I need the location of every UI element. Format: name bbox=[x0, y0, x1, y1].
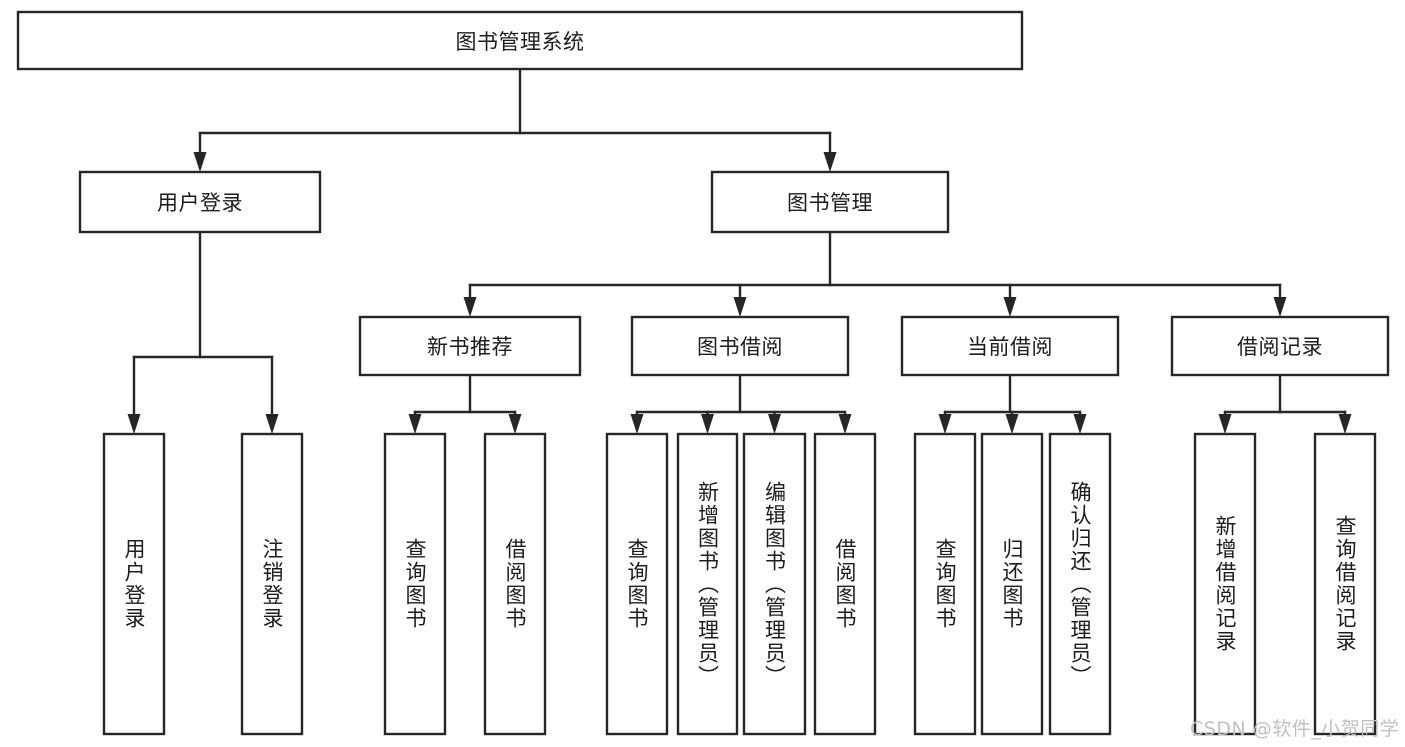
node-label-user-login: 用户登录 bbox=[157, 191, 243, 215]
arrow-head-leaf-query-book-rec bbox=[408, 414, 422, 434]
node-box-leaf-query-book-rec[interactable] bbox=[383, 432, 447, 736]
arrow-head-leaf-add-borrow-record bbox=[1218, 414, 1232, 434]
watermark-text: CSDN @软件_小贺同学 bbox=[1190, 718, 1400, 740]
node-label-book-manage: 图书管理 bbox=[787, 191, 873, 215]
node-box-new-book-recommend[interactable] bbox=[358, 315, 582, 377]
arrow-head-leaf-return-book bbox=[1005, 414, 1019, 434]
node-box-user-login[interactable] bbox=[78, 170, 322, 234]
node-box-leaf-query-book-borrow[interactable] bbox=[605, 432, 669, 736]
node-box-book-borrow[interactable] bbox=[630, 315, 850, 377]
node-label-leaf-edit-book: 编辑图书（管理员） bbox=[762, 480, 787, 688]
node-box-leaf-edit-book[interactable] bbox=[742, 432, 807, 736]
connectors-layer bbox=[127, 67, 1352, 434]
node-label-leaf-logout: 注销登录 bbox=[260, 538, 284, 630]
arrow-head-leaf-query-book-borrow bbox=[630, 414, 644, 434]
node-box-leaf-query-borrow-record[interactable] bbox=[1313, 432, 1377, 736]
node-box-borrow-record[interactable] bbox=[1170, 315, 1390, 377]
node-label-borrow-record: 借阅记录 bbox=[1237, 335, 1323, 359]
arrow-head-leaf-query-book-current bbox=[938, 414, 952, 434]
arrow-head-new-book-recommend bbox=[463, 297, 477, 317]
node-label-leaf-return-book: 归还图书 bbox=[1000, 538, 1024, 630]
node-label-root: 图书管理系统 bbox=[455, 29, 585, 54]
arrow-head-user-login bbox=[193, 152, 207, 172]
node-box-leaf-confirm-return[interactable] bbox=[1048, 432, 1112, 736]
node-box-leaf-add-borrow-record[interactable] bbox=[1193, 432, 1257, 736]
node-box-leaf-query-book-current[interactable] bbox=[913, 432, 977, 736]
boxes-layer bbox=[16, 10, 1390, 736]
node-label-leaf-add-book: 新增图书（管理员） bbox=[695, 480, 720, 688]
node-label-leaf-borrow-book: 借阅图书 bbox=[833, 538, 857, 630]
arrow-head-leaf-borrow-book bbox=[838, 414, 852, 434]
arrow-head-leaf-logout bbox=[265, 414, 279, 434]
node-box-leaf-borrow-book[interactable] bbox=[813, 432, 877, 736]
node-label-leaf-user-login: 用户登录 bbox=[122, 538, 146, 630]
arrow-head-leaf-add-book bbox=[701, 414, 714, 434]
node-label-leaf-add-borrow-record: 新增借阅记录 bbox=[1213, 515, 1237, 653]
node-label-current-borrow: 当前借阅 bbox=[967, 335, 1053, 359]
node-label-leaf-borrow-book-rec: 借阅图书 bbox=[503, 538, 527, 630]
node-box-leaf-user-login[interactable] bbox=[102, 432, 166, 736]
node-box-leaf-borrow-book-rec[interactable] bbox=[483, 432, 547, 736]
node-box-leaf-return-book[interactable] bbox=[980, 432, 1044, 736]
node-label-leaf-query-borrow-record: 查询借阅记录 bbox=[1333, 515, 1357, 653]
node-box-root[interactable] bbox=[16, 10, 1024, 71]
arrow-head-book-manage bbox=[823, 152, 837, 172]
node-label-new-book-recommend: 新书推荐 bbox=[427, 335, 513, 359]
node-box-book-manage[interactable] bbox=[710, 170, 950, 234]
node-label-leaf-confirm-return: 确认归还（管理员） bbox=[1068, 480, 1092, 688]
node-box-current-borrow[interactable] bbox=[900, 315, 1120, 377]
arrow-head-leaf-confirm-return bbox=[1073, 414, 1087, 434]
arrow-head-borrow-record bbox=[1273, 297, 1287, 317]
node-label-leaf-query-book-current: 查询图书 bbox=[933, 538, 957, 630]
node-label-leaf-query-book-rec: 查询图书 bbox=[403, 538, 427, 630]
node-box-leaf-logout[interactable] bbox=[240, 432, 304, 736]
arrow-head-current-borrow bbox=[1003, 297, 1017, 317]
arrow-head-leaf-edit-book bbox=[768, 414, 781, 434]
node-label-book-borrow: 图书借阅 bbox=[697, 335, 783, 359]
arrow-head-book-borrow bbox=[733, 297, 747, 317]
node-label-leaf-query-book-borrow: 查询图书 bbox=[625, 538, 649, 630]
arrow-head-leaf-borrow-book-rec bbox=[508, 414, 522, 434]
node-box-leaf-add-book[interactable] bbox=[676, 432, 739, 736]
arrow-head-leaf-query-borrow-record bbox=[1338, 414, 1352, 434]
arrow-head-leaf-user-login bbox=[127, 414, 141, 434]
